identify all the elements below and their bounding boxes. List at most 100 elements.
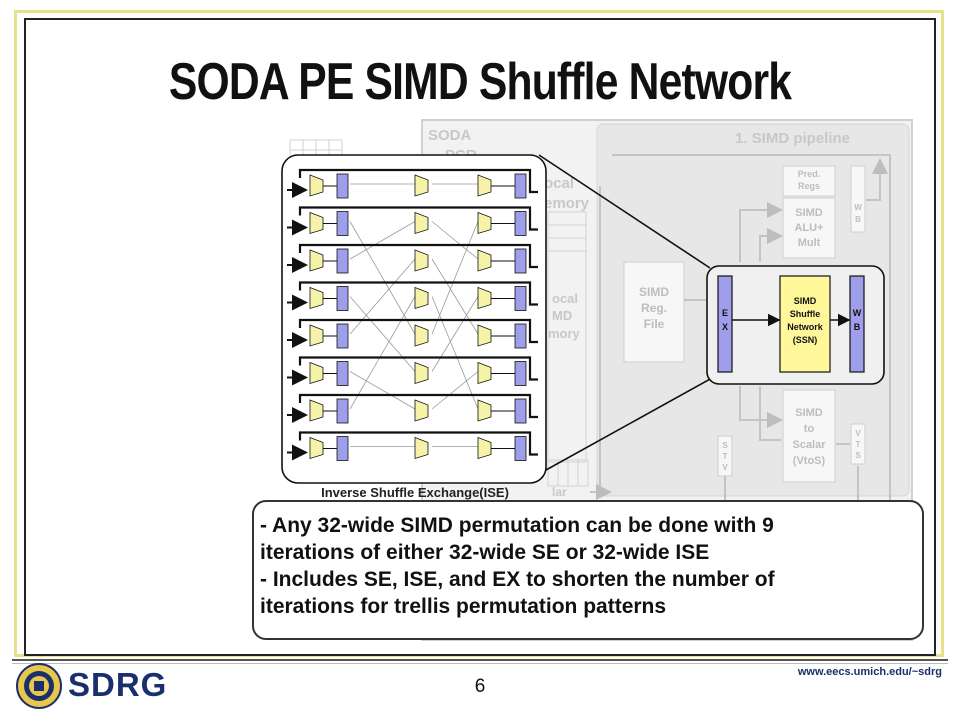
shuffle-row bbox=[287, 318, 538, 349]
shuffle-wire bbox=[349, 371, 416, 410]
pipeline-register bbox=[514, 323, 527, 349]
pipeline-register bbox=[514, 248, 527, 274]
mux bbox=[477, 361, 492, 385]
stv-label-1: S bbox=[722, 441, 728, 450]
mux bbox=[477, 174, 492, 197]
feedback-wire bbox=[298, 393, 538, 419]
pipeline-register bbox=[336, 173, 349, 199]
vts-label-2: T bbox=[856, 440, 861, 449]
pipeline-register bbox=[336, 286, 349, 311]
pipeline-register bbox=[336, 398, 349, 424]
pred-regs-label-1: Pred. bbox=[798, 169, 821, 179]
shuffle-row bbox=[287, 431, 538, 461]
vts-label-3: S bbox=[855, 451, 861, 460]
local-memory-label: ocal bbox=[544, 175, 574, 192]
shuffle-wire bbox=[431, 371, 479, 410]
footer-divider-thin bbox=[12, 663, 948, 664]
zoom-line-bottom bbox=[545, 377, 713, 471]
university-seal-icon bbox=[16, 663, 62, 709]
mux bbox=[414, 286, 429, 310]
zoom-line-top bbox=[538, 154, 711, 269]
mux bbox=[414, 399, 429, 422]
ssn-label-4: (SSN) bbox=[793, 335, 818, 345]
ssn-label-1: SIMD bbox=[794, 296, 817, 306]
pipeline-register bbox=[336, 323, 349, 349]
wb-label-2: B bbox=[854, 322, 861, 332]
mux bbox=[309, 399, 324, 422]
ssn-label-3: Network bbox=[787, 322, 824, 332]
simd-pipeline-label: 1. SIMD pipeline bbox=[735, 130, 850, 147]
shuffle-wire bbox=[431, 221, 479, 335]
pipeline-register bbox=[514, 211, 527, 236]
shuffle-wire bbox=[431, 296, 479, 372]
pipeline-register bbox=[514, 398, 527, 424]
stv-label-3: V bbox=[722, 463, 728, 472]
feedback-wire bbox=[298, 281, 538, 306]
shuffle-network-box bbox=[281, 154, 547, 484]
ex-label-1: E bbox=[722, 308, 728, 318]
sdrg-logo: SDRG bbox=[68, 666, 168, 703]
slide-inner-frame bbox=[24, 18, 936, 656]
shuffle-row bbox=[287, 356, 538, 386]
vts-label-1: V bbox=[855, 429, 861, 438]
mux bbox=[309, 324, 324, 347]
vtos-label-4: (VtoS) bbox=[793, 455, 826, 467]
pipeline-register bbox=[336, 248, 349, 274]
mux bbox=[309, 436, 324, 460]
mux bbox=[477, 286, 492, 310]
mux bbox=[477, 399, 492, 422]
alu-label-1: SIMD bbox=[795, 207, 823, 219]
shuffle-wire bbox=[431, 221, 479, 260]
local-simd-mem-label-1: ocal bbox=[552, 291, 578, 306]
pipeline-register bbox=[336, 211, 349, 236]
shuffle-wire bbox=[349, 221, 416, 260]
callout-line-3: - Includes SE, ISE, and EX to shorten th… bbox=[260, 568, 775, 591]
shuffle-network-caption: Inverse Shuffle Exchange(ISE) bbox=[321, 485, 509, 500]
shuffle-row bbox=[287, 393, 538, 424]
mux bbox=[309, 361, 324, 385]
mux bbox=[309, 249, 324, 272]
mux bbox=[477, 436, 492, 460]
vtos-label-1: SIMD bbox=[795, 407, 823, 419]
shuffle-wire bbox=[431, 258, 479, 335]
wb-label-1: W bbox=[853, 308, 862, 318]
feedback-wire bbox=[298, 243, 538, 269]
pipeline-register bbox=[514, 361, 527, 386]
mux bbox=[477, 211, 492, 235]
wb-small-label-1: W bbox=[854, 203, 862, 212]
mux bbox=[477, 249, 492, 272]
scalar-label: lar bbox=[552, 485, 567, 499]
shuffle-row bbox=[287, 243, 538, 274]
stv-label-2: T bbox=[723, 452, 728, 461]
shuffle-wire bbox=[349, 296, 416, 410]
pipeline-register bbox=[514, 436, 527, 461]
alu-label-3: Mult bbox=[798, 237, 821, 249]
ex-label-2: X bbox=[722, 322, 728, 332]
vtos-label-3: Scalar bbox=[792, 439, 826, 451]
feedback-wire bbox=[298, 168, 538, 194]
local-simd-mem-label-3: mory bbox=[548, 326, 581, 341]
mux bbox=[414, 249, 429, 272]
footer-url[interactable]: www.eecs.umich.edu/~sdrg bbox=[797, 666, 942, 678]
shuffle-row bbox=[287, 206, 538, 236]
feedback-wire bbox=[298, 431, 538, 456]
callout-box: - Any 32-wide SIMD permutation can be do… bbox=[252, 500, 924, 640]
shuffle-row bbox=[287, 281, 538, 311]
mux bbox=[414, 211, 429, 235]
pipeline-register bbox=[514, 286, 527, 311]
alu-label-2: ALU+ bbox=[794, 222, 823, 234]
soda-label: SODA bbox=[428, 127, 472, 144]
mux bbox=[414, 436, 429, 460]
local-memory-label-2: emory bbox=[544, 195, 590, 212]
mux bbox=[414, 174, 429, 197]
callout-line-4: iterations for trellis permutation patte… bbox=[260, 595, 667, 618]
feedback-wire bbox=[298, 206, 538, 231]
pipeline-register bbox=[514, 173, 527, 199]
regfile-label-2: Reg. bbox=[641, 301, 667, 315]
shuffle-row bbox=[287, 168, 538, 199]
footer-divider bbox=[12, 659, 948, 661]
vtos-label-2: to bbox=[804, 423, 815, 435]
mux bbox=[309, 174, 324, 197]
page-number: 6 bbox=[474, 676, 486, 697]
shuffle-wire bbox=[349, 296, 416, 372]
